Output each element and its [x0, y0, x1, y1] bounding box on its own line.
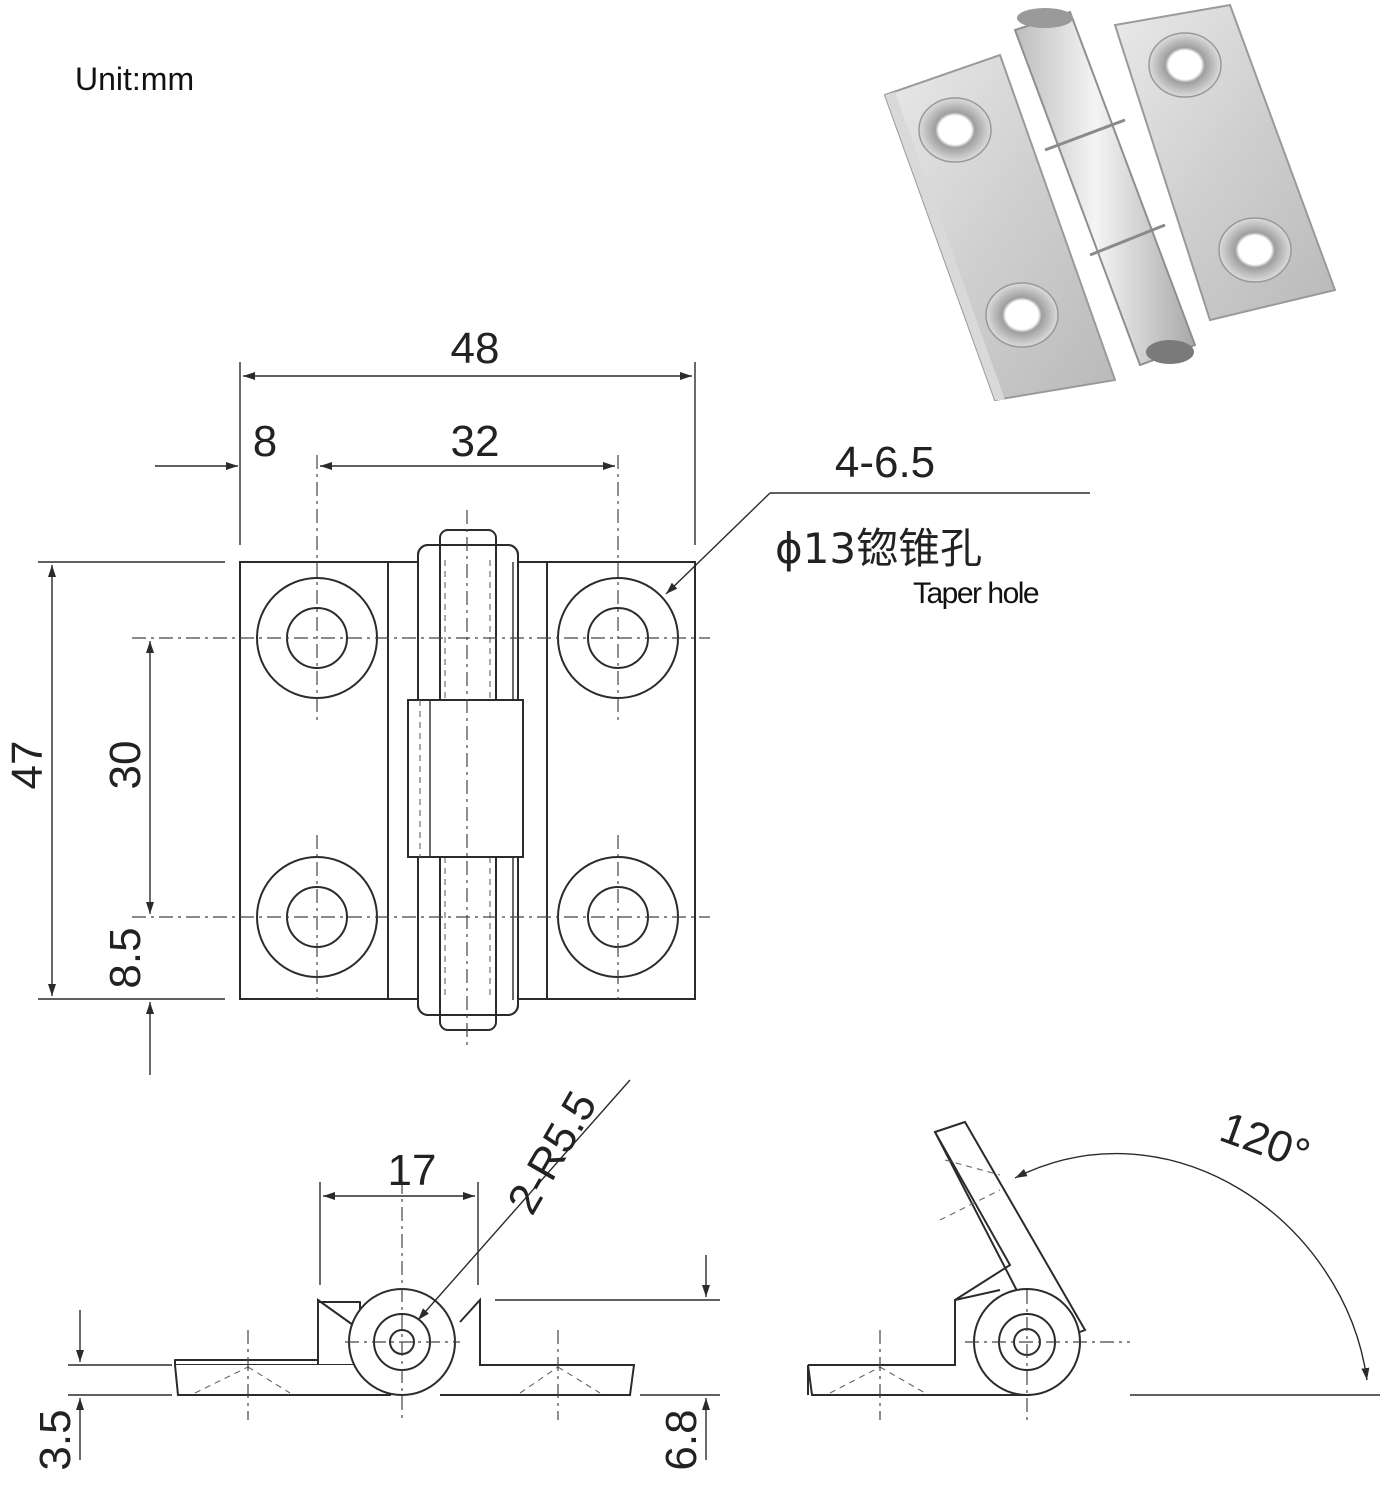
product-photo [883, 3, 1337, 402]
dimension-47: 47 [3, 561, 225, 1000]
svg-text:32: 32 [451, 417, 500, 466]
svg-text:17: 17 [388, 1146, 437, 1195]
svg-text:8: 8 [253, 417, 277, 466]
dimension-8.5: 8.5 [101, 927, 154, 1075]
svg-text:47: 47 [3, 741, 52, 790]
dimension-32: 32 [320, 417, 615, 470]
svg-text:3.5: 3.5 [31, 1409, 80, 1470]
side-view-open: 120° [807, 1103, 1380, 1420]
dimension-6.8: 6.8 [495, 1255, 720, 1471]
svg-text:48: 48 [451, 324, 500, 373]
dimension-r5.5: 2-R5.5 [417, 1079, 631, 1321]
unit-label: Unit:mm [75, 61, 194, 97]
taper-hole-label: Taper hole [913, 577, 1039, 610]
countersink-label: ϕ13锪锥孔 [775, 524, 982, 573]
angle-label: 120° [1214, 1103, 1316, 1180]
svg-text:6.8: 6.8 [657, 1409, 706, 1470]
svg-text:8.5: 8.5 [101, 927, 150, 988]
hole-callout: 4-6.5 ϕ13锪锥孔 Taper hole [665, 438, 1090, 610]
angle-arc [1014, 1152, 1370, 1381]
svg-text:2-R5.5: 2-R5.5 [498, 1083, 606, 1222]
svg-text:30: 30 [101, 741, 150, 790]
dimension-30: 30 [101, 641, 154, 914]
front-view [132, 455, 710, 1050]
dimension-3.5: 3.5 [31, 1310, 172, 1471]
dimension-48: 48 [239, 324, 696, 545]
hole-size-label: 4-6.5 [835, 438, 935, 487]
dimension-17: 17 [319, 1146, 479, 1285]
dimension-8: 8 [155, 417, 277, 470]
